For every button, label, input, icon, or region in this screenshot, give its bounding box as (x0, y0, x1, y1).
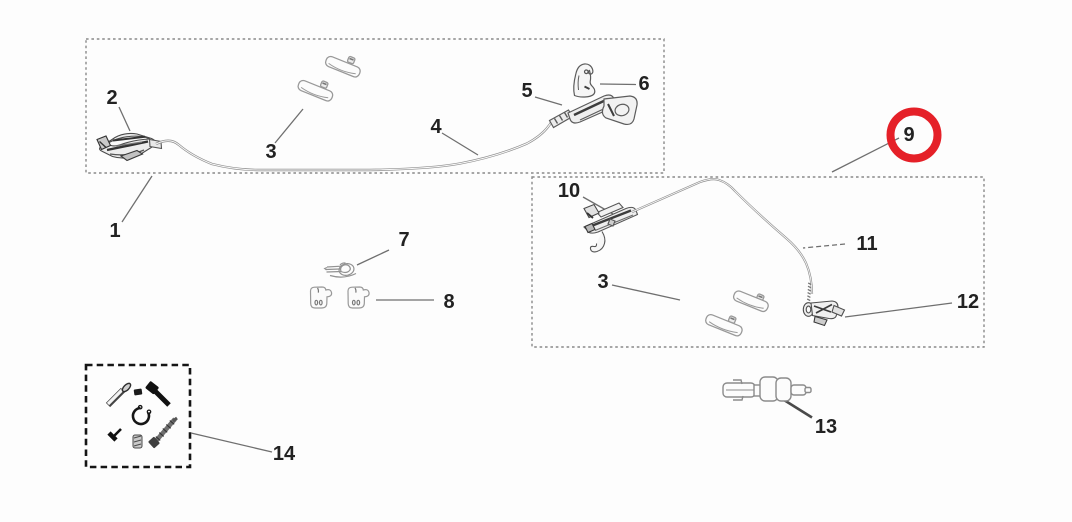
svg-text:4: 4 (430, 116, 442, 138)
svg-text:7: 7 (398, 229, 409, 251)
svg-text:11: 11 (856, 233, 877, 255)
svg-text:2: 2 (106, 87, 117, 109)
svg-text:13: 13 (815, 416, 837, 438)
svg-text:8: 8 (443, 291, 454, 313)
svg-text:10: 10 (558, 180, 580, 202)
svg-text:3: 3 (597, 271, 608, 293)
svg-text:12: 12 (957, 291, 979, 313)
svg-text:1: 1 (109, 220, 120, 242)
svg-text:9: 9 (903, 124, 914, 146)
svg-text:14: 14 (273, 443, 296, 465)
svg-text:3: 3 (265, 141, 276, 163)
svg-text:6: 6 (638, 73, 649, 95)
svg-text:5: 5 (521, 80, 532, 102)
